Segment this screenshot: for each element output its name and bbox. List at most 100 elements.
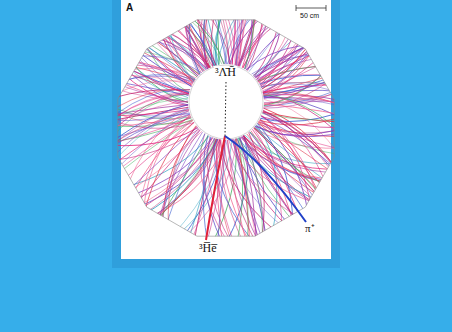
track [78, 41, 189, 92]
track [95, 114, 190, 194]
helium-track [206, 136, 225, 240]
particle-label: π⁺ [304, 223, 316, 234]
track [242, 136, 310, 238]
track [254, 128, 282, 252]
track [237, 0, 253, 66]
track [67, 68, 197, 90]
track [254, 23, 365, 77]
track [230, 0, 253, 70]
track [74, 49, 200, 74]
track [89, 117, 191, 184]
track [148, 0, 208, 68]
track [234, 139, 263, 257]
track [258, 123, 342, 213]
track [241, 137, 365, 181]
track [236, 0, 243, 66]
track [229, 0, 327, 64]
track [255, 20, 363, 78]
track [236, 139, 250, 261]
track [74, 94, 189, 151]
track [153, 130, 200, 245]
track [68, 115, 191, 126]
track [263, 12, 358, 94]
track [100, 3, 194, 81]
track [183, 0, 227, 64]
track [239, 138, 248, 261]
scale-bar [296, 8, 326, 9]
track [241, 137, 361, 187]
track [69, 56, 202, 73]
track [92, 109, 189, 190]
track [75, 93, 190, 154]
track [160, 140, 225, 248]
track [84, 94, 189, 176]
track [256, 119, 386, 137]
track [119, 138, 213, 221]
track [155, 0, 207, 69]
decay-path [225, 82, 226, 136]
track [234, 0, 252, 69]
scale-label: 50 cm [299, 12, 320, 19]
track [85, 27, 195, 80]
scale-tick [326, 5, 327, 11]
track [70, 128, 197, 146]
track [238, 0, 336, 66]
track [66, 97, 190, 117]
track [263, 113, 354, 199]
track [238, 0, 340, 66]
track [261, 3, 352, 86]
track [263, 94, 385, 122]
particle-label: ³Λ̄H̄ [214, 66, 237, 78]
track [108, 127, 197, 210]
detector-outline [118, 20, 334, 236]
track [253, 32, 370, 76]
track [254, 127, 340, 213]
track [79, 110, 189, 166]
track [243, 0, 292, 68]
track [124, 138, 215, 225]
track [117, 111, 189, 219]
track [255, 127, 330, 224]
track [107, 0, 191, 86]
track [105, 131, 202, 207]
track [244, 136, 372, 170]
track-bundle [66, 0, 386, 262]
track [219, 139, 252, 260]
track [67, 85, 193, 124]
track [261, 82, 386, 98]
track [132, 139, 217, 232]
track [141, 0, 195, 81]
particle-label: ³H̅e̅ [198, 242, 218, 254]
track [186, 0, 204, 75]
track [81, 94, 189, 170]
track [252, 129, 307, 240]
track [72, 98, 189, 144]
track [214, 0, 270, 66]
track [121, 130, 200, 223]
track [94, 11, 211, 67]
track [228, 140, 252, 260]
track [101, 123, 194, 202]
track [80, 36, 189, 94]
track [254, 0, 284, 77]
track [254, 0, 344, 76]
track [114, 139, 218, 216]
track [259, 121, 377, 156]
track [252, 55, 382, 74]
track [259, 0, 335, 83]
track [137, 139, 215, 236]
track [66, 101, 194, 129]
track [134, 139, 219, 233]
track [263, 0, 342, 93]
track [262, 0, 338, 89]
pion-track [225, 136, 306, 222]
track [178, 0, 226, 64]
track [68, 107, 188, 129]
track [236, 139, 260, 259]
track [233, 139, 263, 257]
track [261, 84, 386, 114]
scale-tick [296, 5, 297, 11]
track [93, 13, 196, 79]
